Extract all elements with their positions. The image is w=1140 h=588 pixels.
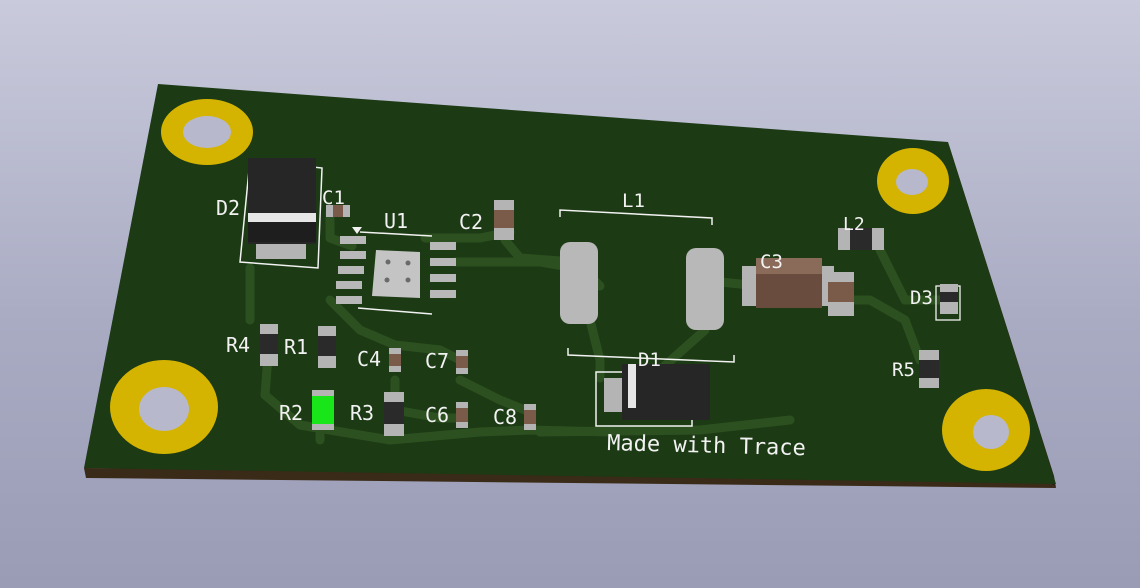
label-r4: R4: [226, 333, 250, 357]
l1-pad-right: [686, 248, 724, 330]
c4-component: [389, 348, 401, 372]
mounting-hole-top-right: [877, 148, 949, 214]
label-d2: D2: [216, 196, 240, 220]
c3-component: [742, 258, 834, 308]
mounting-hole-top-left: [161, 99, 253, 165]
l1-silk-bottom: [567, 348, 735, 363]
label-u1: U1: [384, 209, 408, 233]
made-with-trace-text: Made with Trace: [607, 431, 806, 461]
r1-component: [318, 326, 336, 368]
d1-component: [604, 364, 710, 420]
label-c2: C2: [459, 210, 483, 234]
label-r3: R3: [350, 401, 374, 425]
c7-component: [456, 350, 468, 374]
r4-component: [260, 324, 278, 366]
label-r2: R2: [279, 401, 303, 425]
c2-component: [494, 200, 514, 240]
label-r1: R1: [284, 335, 308, 359]
label-l1: L1: [622, 190, 645, 212]
l1-pad-left: [560, 242, 598, 324]
u1-thermal-pad: [372, 250, 420, 298]
c1-component: [326, 205, 350, 217]
label-d3: D3: [910, 287, 933, 309]
u1-silk-bottom: [357, 307, 433, 315]
l1-silk-top: [559, 209, 713, 225]
label-c8: C8: [493, 405, 517, 429]
label-r5: R5: [892, 359, 915, 381]
mounting-hole-bottom-right: [942, 389, 1030, 471]
triangle-down-icon: [352, 227, 362, 234]
capacitor-near-c3: [828, 272, 854, 316]
label-c3: C3: [760, 251, 783, 273]
d3-component: [940, 284, 958, 314]
board-edge: [84, 468, 1056, 488]
u1-silk-top: [359, 231, 433, 237]
label-d1: D1: [638, 349, 661, 371]
u1-pads-right: [430, 242, 456, 298]
label-c1: C1: [322, 187, 345, 209]
l2-component: [838, 228, 884, 250]
c8-component: [524, 404, 536, 430]
r2-led-component: [312, 390, 334, 430]
label-c6: C6: [425, 403, 449, 427]
u1-vias: [384, 259, 411, 283]
r5-component: [919, 350, 939, 388]
u1-pads-left: [336, 236, 366, 304]
r3-component: [384, 392, 404, 436]
label-l2: L2: [843, 214, 865, 235]
mounting-hole-bottom-left: [110, 360, 218, 454]
c6-component: [456, 402, 468, 428]
d2-component: [248, 158, 316, 259]
label-c7: C7: [425, 349, 449, 373]
label-c4: C4: [357, 347, 381, 371]
